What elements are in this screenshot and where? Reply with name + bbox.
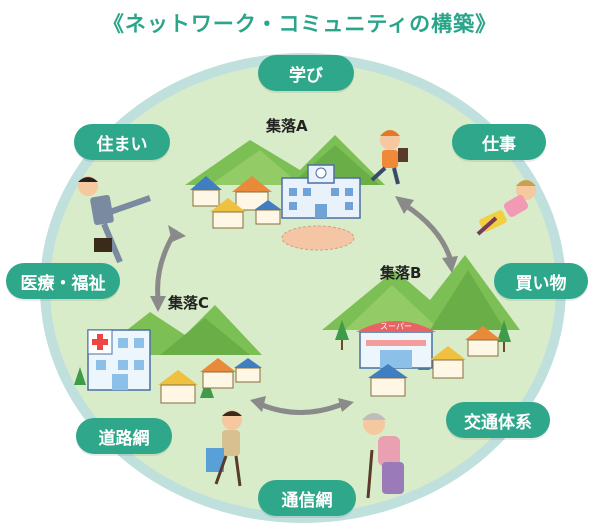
walking-woman-figure [206, 410, 242, 487]
node-transport: 交通体系 [446, 402, 550, 438]
node-shopping: 買い物 [494, 263, 588, 299]
village-b-illustration: スーパー [322, 255, 520, 397]
village-c-illustration [74, 305, 262, 404]
node-housing: 住まい [74, 124, 170, 160]
village-b-label: 集落B [380, 264, 422, 282]
supermarket-sign: スーパー [380, 322, 412, 331]
elderly-woman-figure [362, 413, 404, 499]
node-medical-welfare: 医療・福祉 [6, 263, 120, 299]
arrow-c-b [250, 396, 354, 415]
arrow-a-b [395, 196, 458, 273]
node-work: 仕事 [452, 124, 546, 160]
node-learning: 学び [258, 55, 354, 91]
node-road-network: 道路網 [76, 418, 172, 454]
village-a-label: 集落A [266, 117, 308, 135]
node-comm-network: 通信網 [258, 480, 356, 516]
arrow-a-c [150, 225, 186, 312]
shopper-figure [476, 180, 536, 236]
diagram-title: 《ネットワーク・コミュニティの構築》 [102, 12, 498, 36]
village-a-illustration [185, 135, 385, 251]
businessman-figure [78, 176, 151, 264]
student-figure [370, 130, 408, 185]
village-c-label: 集落C [168, 294, 210, 312]
